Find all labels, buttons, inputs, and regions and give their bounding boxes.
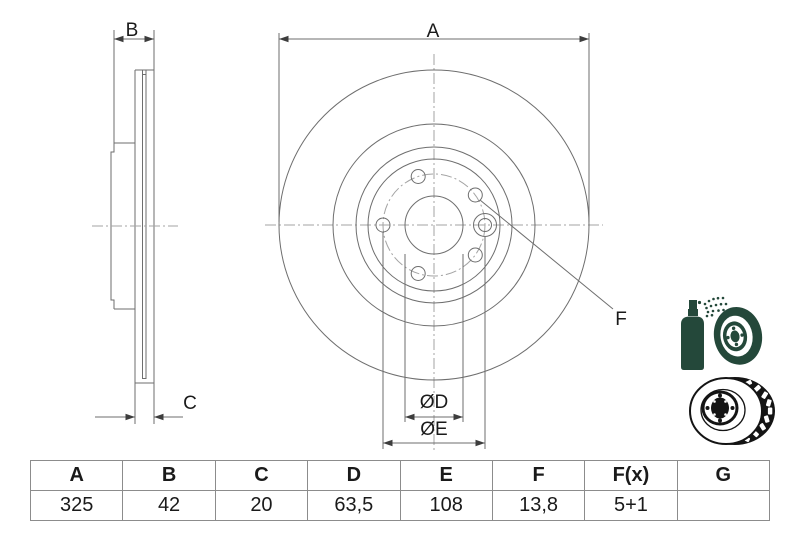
dim-A: A <box>278 21 590 222</box>
table-value-cell: 108 <box>399 490 493 521</box>
spray-coated-disc-icon-art <box>681 296 763 370</box>
dimensions-table: A B C D E F F(x) G 325 42 20 63,5 108 13… <box>29 460 771 521</box>
table-header-cell: E <box>399 460 493 491</box>
bolt-circle <box>382 173 486 277</box>
vented-disc-icon-art <box>689 377 775 445</box>
hat-edge-circle <box>355 146 513 304</box>
vented-disc-icon <box>683 375 779 449</box>
outer-diameter-circle <box>278 69 590 381</box>
table-value-cell <box>676 490 771 521</box>
brake-disc-technical-drawing: B C <box>92 20 627 450</box>
dim-label-f: F <box>615 309 627 330</box>
table-value-cell: 325 <box>29 490 124 521</box>
hub-face-circle <box>367 158 501 292</box>
dim-B: B <box>113 20 155 143</box>
friction-band-circle <box>332 123 536 327</box>
dim-C: C <box>95 383 197 424</box>
dim-label-diameter-d: ØD <box>420 392 449 413</box>
table-header-cell: A <box>29 460 124 491</box>
table-value-cell: 20 <box>214 490 309 521</box>
dim-label-c: C <box>183 393 197 414</box>
locating-hole <box>473 213 497 237</box>
table-header-cell: F <box>491 460 586 491</box>
dim-label-b: B <box>126 20 139 41</box>
dimensions-table-value-row: 325 42 20 63,5 108 13,8 5+1 <box>29 490 771 521</box>
dim-diameter-E: ØE <box>382 232 486 449</box>
table-value-cell: 63,5 <box>307 490 401 521</box>
spray-coated-disc-icon <box>677 296 767 374</box>
center-bore-circle <box>404 195 464 255</box>
table-value-cell: 13,8 <box>491 490 586 521</box>
dim-label-diameter-e: ØE <box>420 419 447 440</box>
table-header-cell: B <box>122 460 216 491</box>
table-header-cell: G <box>676 460 771 491</box>
table-value-cell: 5+1 <box>584 490 678 521</box>
front-view: A ØD ØE F <box>265 21 627 450</box>
table-value-cell: 42 <box>122 490 216 521</box>
table-header-cell: D <box>307 460 401 491</box>
table-header-cell: F(x) <box>584 460 678 491</box>
dimensions-table-header-row: A B C D E F F(x) G <box>29 460 771 491</box>
leader-F: F <box>479 199 627 330</box>
dim-label-a: A <box>427 21 440 42</box>
table-header-cell: C <box>214 460 309 491</box>
side-view: B C <box>92 20 197 424</box>
dim-diameter-D: ØD <box>404 254 464 422</box>
